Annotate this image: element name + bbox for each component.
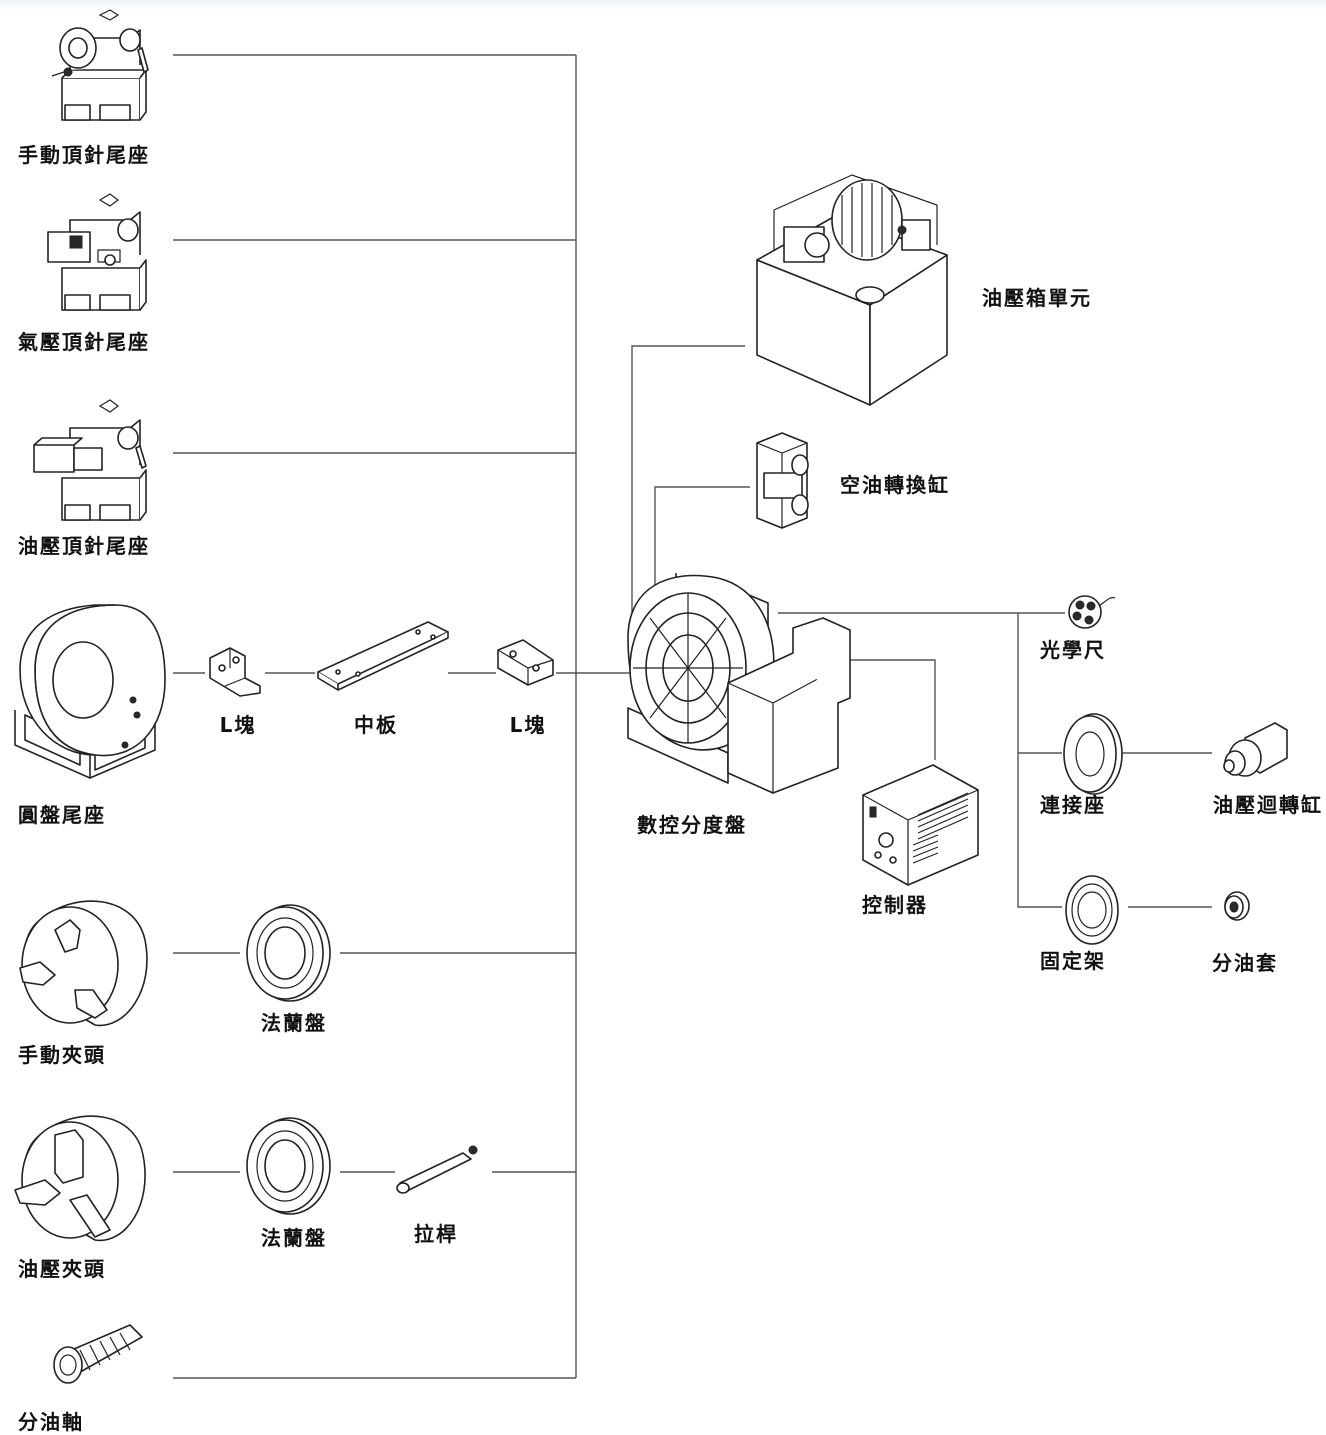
- hydraulic-rotary-cylinder-icon: [1223, 722, 1288, 777]
- hydraulic-tailstock-icon: [33, 399, 147, 521]
- top-band: [0, 0, 1326, 10]
- feeder-controller: [842, 659, 936, 760]
- label-hydraulic-tailstock: 油壓頂針尾座: [18, 534, 150, 558]
- l-block-left-icon: [209, 647, 261, 697]
- oil-shaft-icon: [53, 1324, 143, 1384]
- label-l-block-right: L塊: [509, 713, 547, 737]
- l-block-right-icon: [497, 639, 554, 686]
- fixed-bracket-icon: [1065, 875, 1119, 945]
- label-flange-hydraulic: 法蘭盤: [261, 1226, 327, 1250]
- cnc-rotary-table-icon: [627, 573, 851, 794]
- flange-manual-icon: [246, 904, 331, 1002]
- feeder-optical-scale: [778, 612, 1065, 908]
- label-oil-sleeve: 分油套: [1212, 951, 1278, 975]
- label-hydraulic-unit: 油壓箱單元: [982, 286, 1092, 310]
- label-hydraulic-chuck: 油壓夾頭: [18, 1257, 106, 1281]
- adapter-seat-icon: [1063, 713, 1123, 795]
- label-controller: 控制器: [862, 893, 928, 917]
- label-l-block-left: L塊: [219, 713, 257, 737]
- controller-vents: [912, 792, 969, 864]
- label-flange-manual: 法蘭盤: [261, 1011, 327, 1035]
- flange-hydraulic-icon: [246, 1117, 331, 1215]
- label-draw-bar: 拉桿: [414, 1222, 458, 1246]
- label-pneumatic-tailstock: 氣壓頂針尾座: [18, 330, 150, 354]
- disc-tailstock-icon: [14, 604, 166, 779]
- pneumatic-tailstock-icon: [47, 193, 147, 311]
- label-middle-plate: 中板: [354, 713, 398, 737]
- optical-scale-icon: [1068, 595, 1116, 629]
- feeder-air-oil-converter: [654, 486, 750, 598]
- label-optical-scale: 光學尺: [1040, 638, 1106, 662]
- air-oil-converter-icon: [756, 432, 809, 529]
- manual-tailstock-icon: [51, 9, 149, 121]
- manual-chuck-icon: [19, 900, 148, 1027]
- label-hydraulic-rotary-cylinder: 油壓迴轉缸: [1213, 793, 1323, 817]
- hydraulic-chuck-icon: [14, 1115, 146, 1242]
- label-manual-tailstock: 手動頂針尾座: [18, 143, 150, 167]
- feeder-hydraulic-unit: [631, 345, 745, 620]
- hydraulic-unit-icon: [756, 174, 948, 406]
- label-fixed-bracket: 固定架: [1040, 949, 1106, 973]
- label-disc-tailstock: 圓盤尾座: [18, 803, 106, 827]
- label-air-oil-converter: 空油轉換缸: [840, 473, 950, 497]
- connector-lines: [173, 54, 1212, 1379]
- label-manual-chuck: 手動夾頭: [18, 1043, 106, 1067]
- controller-icon: [862, 764, 979, 886]
- oil-sleeve-icon: [1224, 891, 1250, 921]
- middle-plate-icon: [317, 621, 449, 691]
- label-cnc-rotary-table: 數控分度盤: [637, 813, 747, 837]
- label-oil-shaft: 分油軸: [18, 1410, 84, 1434]
- label-adapter-seat: 連接座: [1040, 793, 1106, 817]
- draw-bar-icon: [396, 1145, 478, 1194]
